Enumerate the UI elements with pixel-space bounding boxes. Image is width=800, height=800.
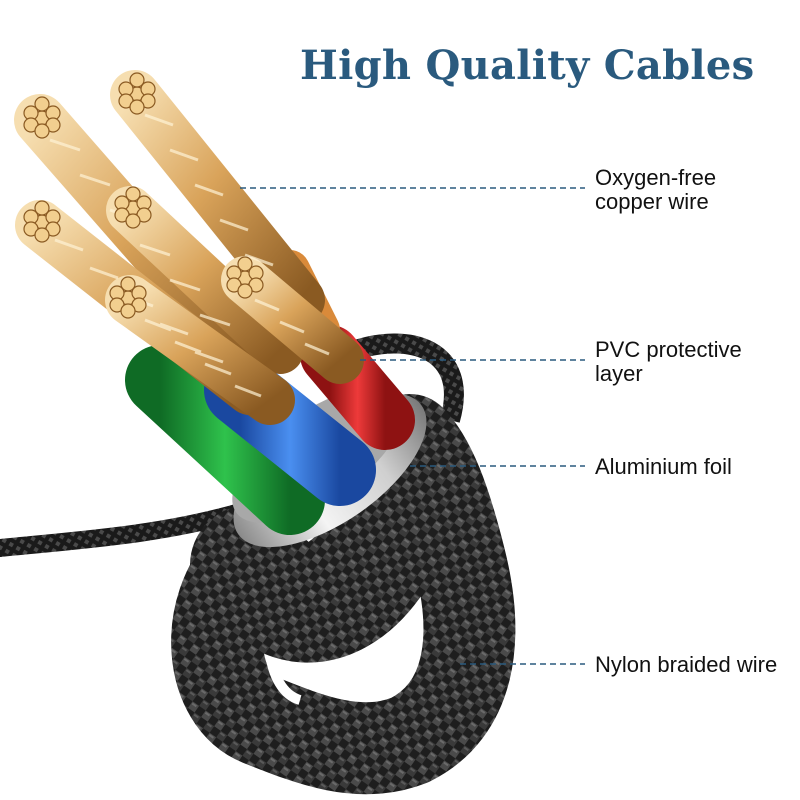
page-title: High Quality Cables	[300, 42, 755, 89]
callout-pvc-layer: PVC protective layer	[595, 338, 742, 386]
callout-copper-line-2: copper wire	[595, 189, 709, 214]
callout-pvc-line-1: PVC protective	[595, 337, 742, 362]
callout-pvc-line-2: layer	[595, 361, 643, 386]
callout-nylon-line-1: Nylon braided wire	[595, 652, 778, 677]
callout-copper-wire: Oxygen-free copper wire	[595, 166, 716, 214]
callout-nylon-braid: Nylon braided wire	[595, 653, 777, 677]
callout-copper-line-1: Oxygen-free	[595, 165, 717, 190]
callout-foil-line-1: Aluminium foil	[595, 454, 732, 479]
callout-aluminium-foil: Aluminium foil	[595, 455, 732, 479]
